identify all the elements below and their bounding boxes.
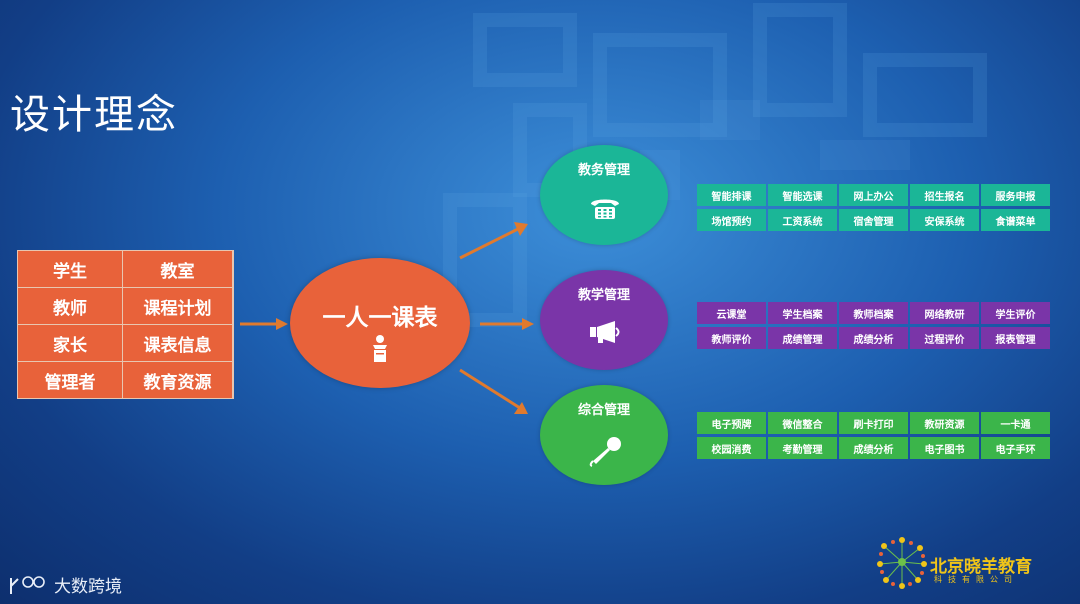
dandelion-logo-icon xyxy=(877,537,927,589)
tag: 安保系统 xyxy=(910,209,979,231)
tag: 电子图书 xyxy=(910,437,979,459)
tag: 云课堂 xyxy=(697,302,766,324)
teaching-management-node: 教学管理 xyxy=(540,270,668,370)
grid-cell: 管理者 xyxy=(18,362,122,398)
tag: 宿舍管理 xyxy=(839,209,908,231)
tag: 过程评价 xyxy=(910,327,979,349)
tag: 学生档案 xyxy=(768,302,837,324)
tag: 电子手环 xyxy=(981,437,1050,459)
tag: 招生报名 xyxy=(910,184,979,206)
tag: 考勤管理 xyxy=(768,437,837,459)
tag: 一卡通 xyxy=(981,412,1050,434)
node-label: 教学管理 xyxy=(577,288,630,303)
general-management-tags: 电子预牌 微信整合 刷卡打印 教研资源 一卡通 校园消费 考勤管理 成绩分析 电… xyxy=(697,412,1052,459)
company-subtitle: 科技有限公司 xyxy=(934,575,1018,584)
footer-brand: 大数跨境 xyxy=(8,572,122,597)
tag: 微信整合 xyxy=(768,412,837,434)
tag: 教师档案 xyxy=(839,302,908,324)
tag: 成绩分析 xyxy=(839,327,908,349)
tag: 场馆预约 xyxy=(697,209,766,231)
tag: 成绩管理 xyxy=(768,327,837,349)
academic-affairs-node: 教务管理 xyxy=(540,145,668,245)
grid-cell: 教室 xyxy=(123,251,232,287)
grid-cell: 课表信息 xyxy=(123,325,232,361)
tag: 报表管理 xyxy=(981,327,1050,349)
podium-icon xyxy=(373,335,387,362)
tag: 刷卡打印 xyxy=(839,412,908,434)
grid-cell: 教育资源 xyxy=(123,362,232,398)
company-name: 北京晓羊教育 xyxy=(930,557,1032,577)
tag: 学生评价 xyxy=(981,302,1050,324)
100-logo-icon xyxy=(10,575,45,594)
tag: 网上办公 xyxy=(839,184,908,206)
arrow-to-academic-icon xyxy=(459,222,528,260)
arrow-to-center-icon xyxy=(240,318,288,330)
node-label: 教务管理 xyxy=(577,163,630,178)
telephone-icon xyxy=(591,199,619,219)
tag: 智能选课 xyxy=(768,184,837,206)
tag: 服务申报 xyxy=(981,184,1050,206)
tag: 校园消费 xyxy=(697,437,766,459)
arrow-to-general-icon xyxy=(459,368,528,414)
stakeholder-grid: 学生 教室 教师 课程计划 家长 课表信息 管理者 教育资源 xyxy=(17,250,234,399)
tag: 网络教研 xyxy=(910,302,979,324)
tag: 工资系统 xyxy=(768,209,837,231)
center-label: 一人一课表 xyxy=(322,305,438,331)
tag: 智能排课 xyxy=(697,184,766,206)
teaching-management-tags: 云课堂 学生档案 教师档案 网络教研 学生评价 教师评价 成绩管理 成绩分析 过… xyxy=(697,302,1052,349)
tag: 教师评价 xyxy=(697,327,766,349)
grid-cell: 课程计划 xyxy=(123,288,232,324)
tag: 食谱菜单 xyxy=(981,209,1050,231)
center-node: 一人一课表 xyxy=(290,258,470,388)
grid-cell: 学生 xyxy=(18,251,122,287)
tag: 电子预牌 xyxy=(697,412,766,434)
grid-cell: 家长 xyxy=(18,325,122,361)
tag: 成绩分析 xyxy=(839,437,908,459)
page-title: 设计理念 xyxy=(10,92,178,138)
academic-affairs-tags: 智能排课 智能选课 网上办公 招生报名 服务申报 场馆预约 工资系统 宿舍管理 … xyxy=(697,184,1052,231)
node-label: 综合管理 xyxy=(577,403,630,418)
general-management-node: 综合管理 xyxy=(540,385,668,485)
tag: 教研资源 xyxy=(910,412,979,434)
footer-brand-text: 大数跨境 xyxy=(54,577,122,597)
grid-cell: 教师 xyxy=(18,288,122,324)
megaphone-icon xyxy=(590,321,620,343)
microphone-icon xyxy=(589,437,621,467)
arrow-to-teaching-icon xyxy=(480,318,534,330)
